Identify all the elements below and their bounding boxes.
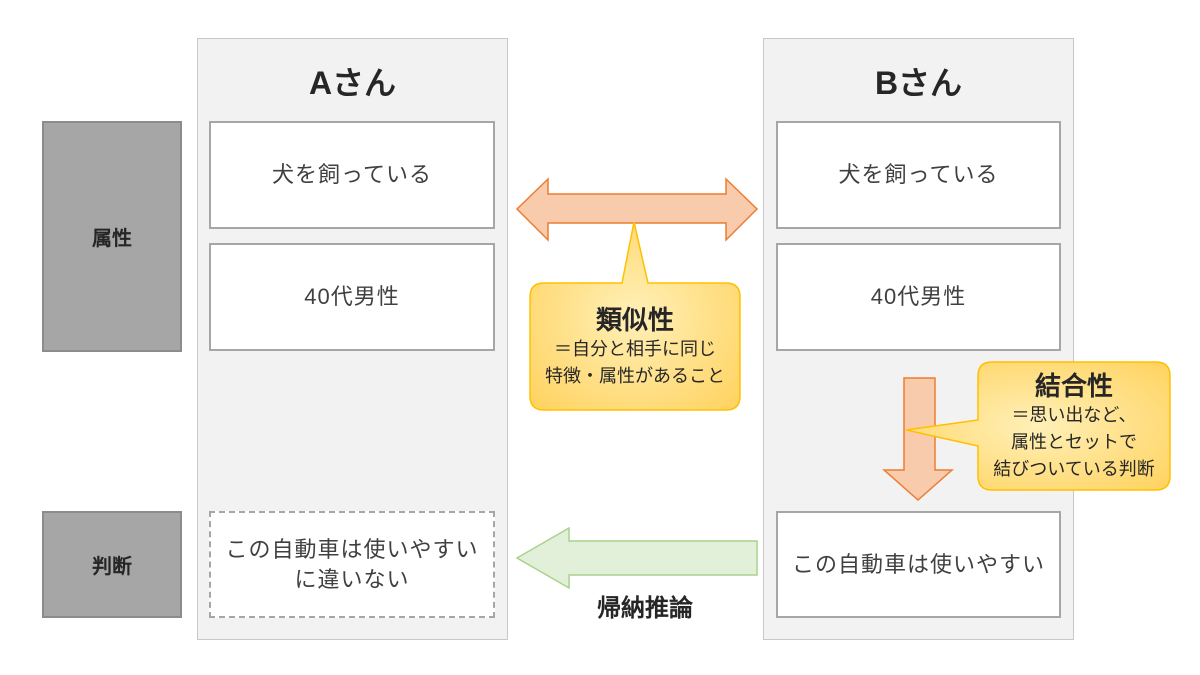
similarity-callout: 類似性 ＝自分と相手に同じ 特徴・属性があること <box>530 283 740 410</box>
row-label-attributes: 属性 <box>42 121 182 352</box>
person-a-inferred-judgment: この自動車は使いやすい に違いない <box>209 511 495 618</box>
person-b-attribute-age-text: 40代男性 <box>870 284 967 309</box>
association-callout-shape <box>905 361 1171 491</box>
association-callout-title: 結合性 <box>1034 370 1113 401</box>
person-a-title: Aさん <box>308 65 397 101</box>
person-a-attribute-dog: 犬を飼っている <box>209 121 495 229</box>
person-a-attribute-dog-text: 犬を飼っている <box>272 162 432 187</box>
association-callout-line-2: 属性とセットで <box>1011 431 1137 452</box>
person-a-judgment-line-2: に違いない <box>294 566 410 592</box>
association-callout-line-1: ＝思い出など、 <box>1011 404 1137 425</box>
similarity-callout-title: 類似性 <box>595 304 674 335</box>
person-a-judgment-line-1: この自動車は使いやすい <box>225 536 479 562</box>
person-b-title: Bさん <box>874 65 963 101</box>
association-callout: 結合性 ＝思い出など、 属性とセットで 結びついている判断 <box>978 362 1170 490</box>
similarity-callout-line-2: 特徴・属性があること <box>545 365 725 386</box>
person-b-attribute-age: 40代男性 <box>776 243 1061 351</box>
similarity-double-arrow <box>515 177 759 242</box>
inference-left-arrow <box>515 526 758 590</box>
row-label-judgment: 判断 <box>42 511 182 618</box>
person-a-attribute-age: 40代男性 <box>209 243 495 351</box>
association-down-arrow <box>882 377 954 502</box>
association-callout-line-3: 結びついている判断 <box>993 458 1155 479</box>
person-b-attribute-dog: 犬を飼っている <box>776 121 1061 229</box>
inference-label: 帰納推論 <box>597 595 693 622</box>
similarity-callout-shape <box>529 221 741 411</box>
person-b-attribute-dog-text: 犬を飼っている <box>838 162 999 187</box>
person-a-attribute-age-text: 40代男性 <box>304 284 400 309</box>
person-b-judgment: この自動車は使いやすい <box>776 511 1061 618</box>
person-b-judgment-text: この自動車は使いやすい <box>791 551 1045 577</box>
similarity-callout-line-1: ＝自分と相手に同じ <box>554 338 716 359</box>
